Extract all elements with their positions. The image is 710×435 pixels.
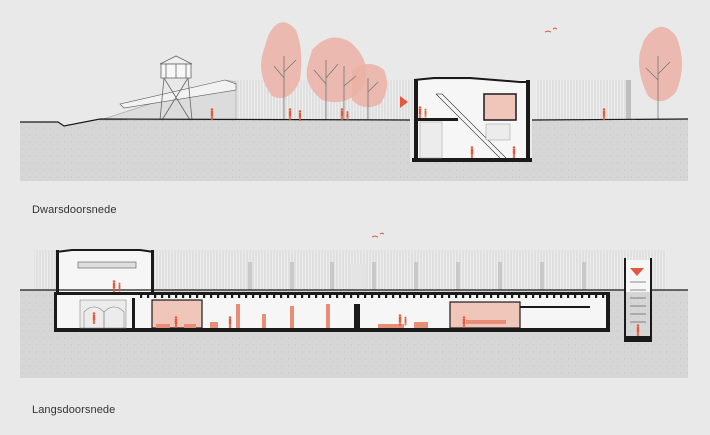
ceiling-rib	[182, 294, 185, 298]
ceiling-rib	[595, 294, 598, 298]
ceiling-rib	[217, 294, 220, 298]
ceiling-rib	[231, 294, 234, 298]
ceiling-rib	[329, 294, 332, 298]
watchtower-icon	[159, 55, 193, 121]
ceiling-rib	[399, 294, 402, 298]
cross-section	[20, 22, 689, 181]
cross-fence-post	[626, 80, 631, 120]
long-underground-hall	[54, 292, 610, 332]
cross-ground-line	[20, 118, 411, 127]
ceiling-rib	[336, 294, 339, 298]
ceiling-rib	[420, 294, 423, 298]
ceiling-rib	[140, 294, 143, 298]
ceiling-rib	[525, 294, 528, 298]
ceiling-rib	[504, 294, 507, 298]
ceiling-rib	[287, 294, 290, 298]
tree-icon	[261, 22, 682, 120]
ceiling-rib	[602, 294, 605, 298]
arrow-marker-icon	[400, 96, 408, 108]
ceiling-rib	[196, 294, 199, 298]
arrow-marker-icon	[630, 268, 644, 276]
ceiling-rib	[476, 294, 479, 298]
ceiling-rib	[532, 294, 535, 298]
ceiling-rib	[497, 294, 500, 298]
ceiling-rib	[364, 294, 367, 298]
ceiling-rib	[301, 294, 304, 298]
ceiling-rib	[406, 294, 409, 298]
ceiling-rib	[154, 294, 157, 298]
bird-icon	[371, 232, 385, 238]
ceiling-rib	[588, 294, 591, 298]
ceiling-rib	[343, 294, 346, 298]
bird-icon	[544, 27, 558, 33]
ceiling-rib	[392, 294, 395, 298]
cross-ground-mass	[20, 119, 688, 181]
ceiling-rib	[448, 294, 451, 298]
ceiling-rib	[175, 294, 178, 298]
ceiling-rib	[469, 294, 472, 298]
ceiling-rib	[462, 294, 465, 298]
ceiling-rib	[434, 294, 437, 298]
ceiling-rib	[483, 294, 486, 298]
ceiling-rib	[518, 294, 521, 298]
ceiling-rib	[245, 294, 248, 298]
ceiling-rib	[203, 294, 206, 298]
ceiling-rib	[280, 294, 283, 298]
ceiling-rib	[147, 294, 150, 298]
cross-section-caption: Dwarsdoorsnede	[32, 204, 117, 216]
ceiling-rib	[441, 294, 444, 298]
ceiling-rib	[294, 294, 297, 298]
ceiling-rib	[413, 294, 416, 298]
long-section-caption: Langsdoorsnede	[32, 404, 116, 416]
ceiling-rib	[210, 294, 213, 298]
ceiling-rib	[273, 294, 276, 298]
ceiling-rib	[308, 294, 311, 298]
ceiling-rib	[560, 294, 563, 298]
ceiling-rib	[259, 294, 262, 298]
ceiling-rib	[427, 294, 430, 298]
ceiling-rib	[378, 294, 381, 298]
long-stair-tower	[624, 258, 652, 342]
ceiling-rib	[238, 294, 241, 298]
ceiling-rib	[315, 294, 318, 298]
ceiling-rib	[511, 294, 514, 298]
ceiling-rib	[357, 294, 360, 298]
ceiling-rib	[574, 294, 577, 298]
long-section	[20, 232, 688, 378]
cross-fence-right	[536, 80, 628, 120]
ceiling-rib	[350, 294, 353, 298]
ceiling-rib	[385, 294, 388, 298]
ceiling-rib	[581, 294, 584, 298]
ceiling-rib	[161, 294, 164, 298]
long-entrance-pavilion	[55, 249, 155, 292]
ceiling-rib	[322, 294, 325, 298]
ceiling-rib	[546, 294, 549, 298]
ceiling-rib	[371, 294, 374, 298]
ceiling-rib	[553, 294, 556, 298]
ceiling-rib	[455, 294, 458, 298]
ceiling-rib	[490, 294, 493, 298]
ceiling-rib	[252, 294, 255, 298]
ceiling-rib	[189, 294, 192, 298]
cross-pavilion	[400, 77, 532, 162]
ceiling-rib	[567, 294, 570, 298]
ceiling-rib	[168, 294, 171, 298]
ceiling-rib	[539, 294, 542, 298]
ceiling-rib	[266, 294, 269, 298]
ceiling-rib	[224, 294, 227, 298]
